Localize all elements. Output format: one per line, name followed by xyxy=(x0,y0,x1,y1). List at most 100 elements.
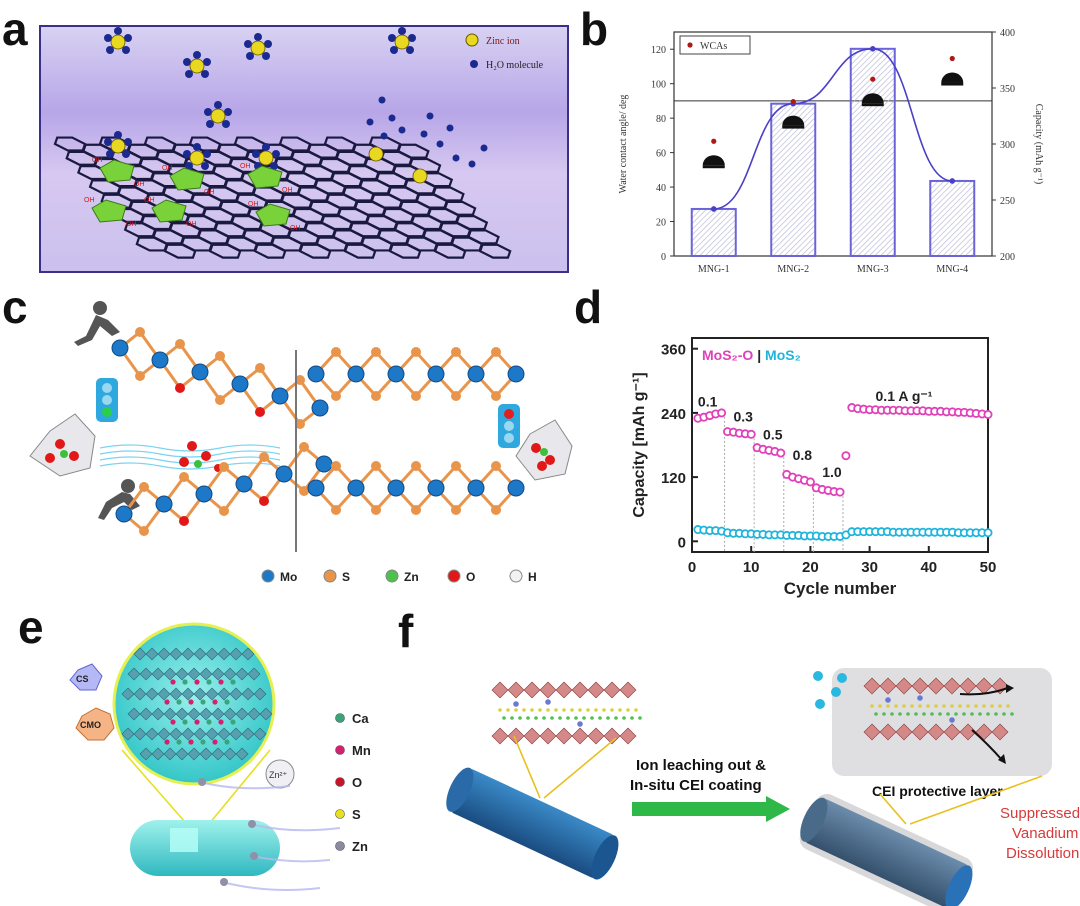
result-text-1: Suppressed xyxy=(1000,805,1080,822)
panel-c-illustration: Mo S Zn O H xyxy=(29,301,573,584)
traffic-light-red-icon xyxy=(498,404,520,448)
cs-tag: CS xyxy=(69,663,103,691)
vanadate-structure-pristine xyxy=(491,681,642,745)
wca-point xyxy=(711,138,717,144)
droplet-icon xyxy=(702,155,725,166)
y2-tick-label: 200 xyxy=(1000,252,1015,263)
y-tick-label: 120 xyxy=(661,470,686,487)
arrow-text-1: Ion leaching out & xyxy=(636,757,766,774)
x-tick-label: 10 xyxy=(743,559,760,576)
legend-swatch xyxy=(335,809,345,819)
capacity-bar xyxy=(770,102,817,258)
legend-label: H xyxy=(528,570,537,584)
y-tick-label: 100 xyxy=(651,80,666,91)
rate-label: 0.1 xyxy=(698,393,718,409)
oh-label: OH xyxy=(240,163,251,170)
legend-label: O xyxy=(466,570,475,584)
oh-label: OH xyxy=(162,165,173,172)
legend-label: Zn xyxy=(404,570,419,584)
rate-label: 0.8 xyxy=(793,447,813,463)
rod-highlight xyxy=(170,828,198,852)
y-axis-label: Capacity [mAh g⁻¹] xyxy=(631,372,648,517)
capacity-bar xyxy=(690,207,737,258)
legend-label: MoS₂-O xyxy=(702,347,753,363)
legend-label: Zn xyxy=(352,839,368,854)
legend-label: Ca xyxy=(352,711,369,726)
running-figure-icon xyxy=(74,301,120,346)
x-axis-label: Cycle number xyxy=(784,579,897,598)
y-tick-label: 360 xyxy=(661,342,686,359)
legend-zinc-ion-label: Zinc ion xyxy=(486,36,520,47)
oh-label: OH xyxy=(186,221,197,228)
x-tick-label: MNG-3 xyxy=(857,264,889,275)
coated-rod-f xyxy=(799,793,974,906)
data-point xyxy=(805,477,815,487)
x-tick-label: 40 xyxy=(920,559,937,576)
x-tick-label: MNG-1 xyxy=(698,264,730,275)
blocked-arrow-icon xyxy=(959,687,1009,696)
legend-h2o-label: H₂O molecule xyxy=(486,60,544,71)
droplet-icon xyxy=(941,72,964,83)
legend-label: Mo xyxy=(280,570,297,584)
x-tick-label: MNG-2 xyxy=(777,264,809,275)
cmo-tag: CMO xyxy=(75,707,115,741)
legend-zinc-ion: Zinc ion xyxy=(465,33,520,47)
data-point xyxy=(983,410,993,420)
legend-swatch xyxy=(323,569,337,583)
x-tick-label: MNG-4 xyxy=(936,264,968,275)
capacity-point xyxy=(869,46,876,52)
rate-label: 1.0 xyxy=(822,464,842,480)
crawling-figure-icon xyxy=(98,479,140,520)
legend-swatch xyxy=(261,569,275,583)
capacity-bar xyxy=(849,47,896,257)
y-tick-label: 0 xyxy=(661,252,666,263)
wca-point xyxy=(870,76,876,82)
cei-label: CEI protective layer xyxy=(872,783,1003,799)
zn-ion-tag-label: Zn²⁺ xyxy=(269,770,288,780)
legend-swatch xyxy=(335,713,345,723)
oh-label: OH xyxy=(204,189,215,196)
cei-layer-box xyxy=(832,668,1052,776)
y-axis-label: Water contact angle/ deg xyxy=(618,95,629,194)
panel-c-legend: Mo S Zn O H xyxy=(261,569,537,584)
y2-tick-label: 400 xyxy=(1000,28,1015,39)
rate-label: 0.3 xyxy=(733,408,753,424)
legend-label: WCAs xyxy=(700,41,727,52)
result-text-3: Dissolution xyxy=(1006,845,1079,862)
droplet-icon xyxy=(861,93,884,104)
droplet-icon xyxy=(782,115,805,126)
hydrated-zinc-cluster-left xyxy=(29,413,96,477)
ion-trails xyxy=(199,781,341,891)
y-tick-label: 0 xyxy=(678,534,686,551)
legend-label: S xyxy=(342,570,350,584)
zoom-bubble xyxy=(112,622,276,786)
wca-point xyxy=(790,99,796,105)
x-tick-label: 20 xyxy=(802,559,819,576)
rate-label: 0.5 xyxy=(763,427,783,443)
capacity-curve xyxy=(713,47,953,210)
data-point xyxy=(776,448,786,458)
intercalated-water xyxy=(179,441,222,472)
legend-h2o-molecule: H₂O molecule xyxy=(470,60,544,71)
oh-label: OH xyxy=(126,221,137,228)
coated-rod xyxy=(130,820,280,876)
legend-box xyxy=(679,35,751,55)
data-point xyxy=(746,429,756,439)
legend-swatch xyxy=(447,569,461,583)
data-point xyxy=(983,528,993,538)
data-point xyxy=(835,487,845,497)
panel-letter-c: c xyxy=(2,281,28,333)
oh-label: OH xyxy=(92,157,103,164)
zn-ion-tag: Zn²⁺ xyxy=(265,759,295,789)
data-point xyxy=(841,451,851,461)
y-tick-label: 240 xyxy=(661,406,686,423)
crystal-layers xyxy=(121,647,273,761)
plot-frame xyxy=(691,337,989,553)
legend-marker xyxy=(687,42,693,48)
legend-separator: | xyxy=(753,347,765,363)
oh-label: OH xyxy=(84,197,95,204)
leaching-ions xyxy=(813,671,847,709)
panel-letter-a: a xyxy=(2,3,28,55)
